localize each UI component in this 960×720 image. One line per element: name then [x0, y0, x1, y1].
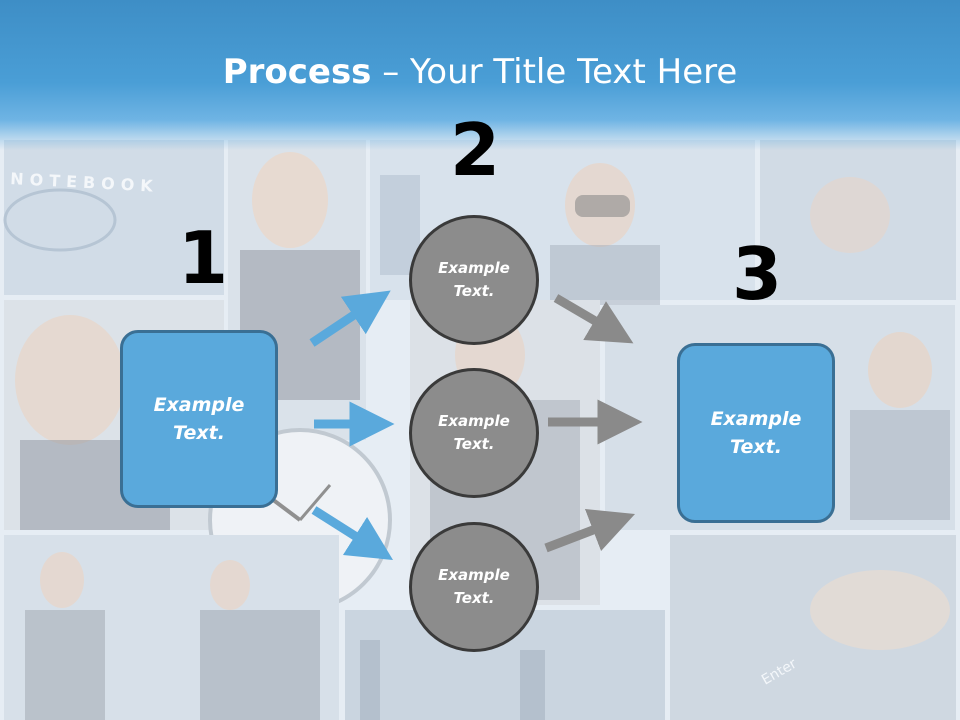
circle-1-line1: Example — [438, 258, 510, 277]
step-3-line2: Text. — [730, 436, 782, 458]
circle-2-line1: Example — [438, 411, 510, 430]
step-number-3: 3 — [732, 232, 783, 316]
step-number-2: 2 — [450, 108, 501, 192]
title-bar — [0, 0, 960, 150]
arrow-gray-up — [544, 509, 636, 553]
arrow-gray-down — [553, 294, 634, 344]
step-3-line1: Example — [710, 407, 802, 430]
slide-title[interactable]: Process – Your Title Text Here — [0, 52, 960, 92]
arrow-blue-down — [311, 506, 394, 561]
circle-3-line2: Text. — [453, 589, 495, 607]
circle-1-line2: Text. — [453, 282, 495, 300]
title-bold: Process — [222, 52, 372, 92]
title-rest: – Your Title Text Here — [371, 52, 738, 92]
step-number-1: 1 — [178, 216, 229, 300]
step-1-line2: Text. — [173, 422, 225, 444]
circle-3-line1: Example — [438, 565, 510, 584]
circle-2-line2: Text. — [453, 435, 495, 453]
arrow-blue-up — [309, 290, 391, 347]
step-1-line1: Example — [153, 393, 245, 416]
